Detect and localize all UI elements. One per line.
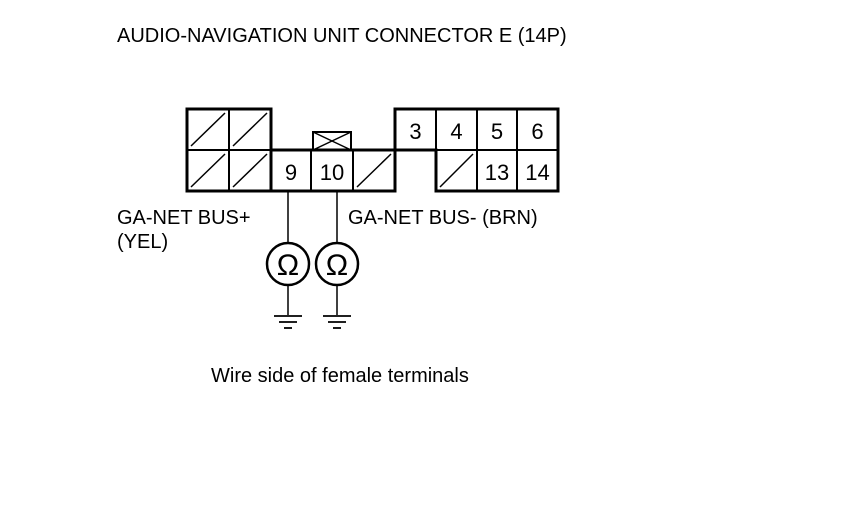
terminal-9: 9: [285, 160, 297, 185]
diagram-title: AUDIO-NAVIGATION UNIT CONNECTOR E (14P): [117, 25, 567, 47]
terminal-14: 14: [525, 160, 549, 185]
bus-plus-color: (YEL): [117, 231, 168, 253]
view-caption: Wire side of female terminals: [211, 365, 469, 387]
locking-tab: [312, 131, 352, 151]
terminal-5: 5: [491, 119, 503, 144]
terminal-3: 3: [409, 119, 421, 144]
connector-body: [185, 107, 560, 193]
bus-minus-label: GA-NET BUS- (BRN): [348, 207, 538, 229]
ohm-symbol-right: Ω: [326, 249, 348, 282]
ohmmeter-icon-terminal-9: [265, 241, 311, 287]
ohmmeter-icon-terminal-10: [314, 241, 360, 287]
terminal-10: 10: [320, 160, 344, 185]
ground-icon-right: [323, 315, 351, 329]
terminal-4: 4: [450, 119, 462, 144]
bus-plus-label: GA-NET BUS+: [117, 207, 251, 229]
terminal-13: 13: [485, 160, 509, 185]
terminal-6: 6: [531, 119, 543, 144]
ohm-symbol-left: Ω: [277, 249, 299, 282]
ground-icon-left: [274, 315, 302, 329]
probe-wires: [287, 191, 338, 315]
